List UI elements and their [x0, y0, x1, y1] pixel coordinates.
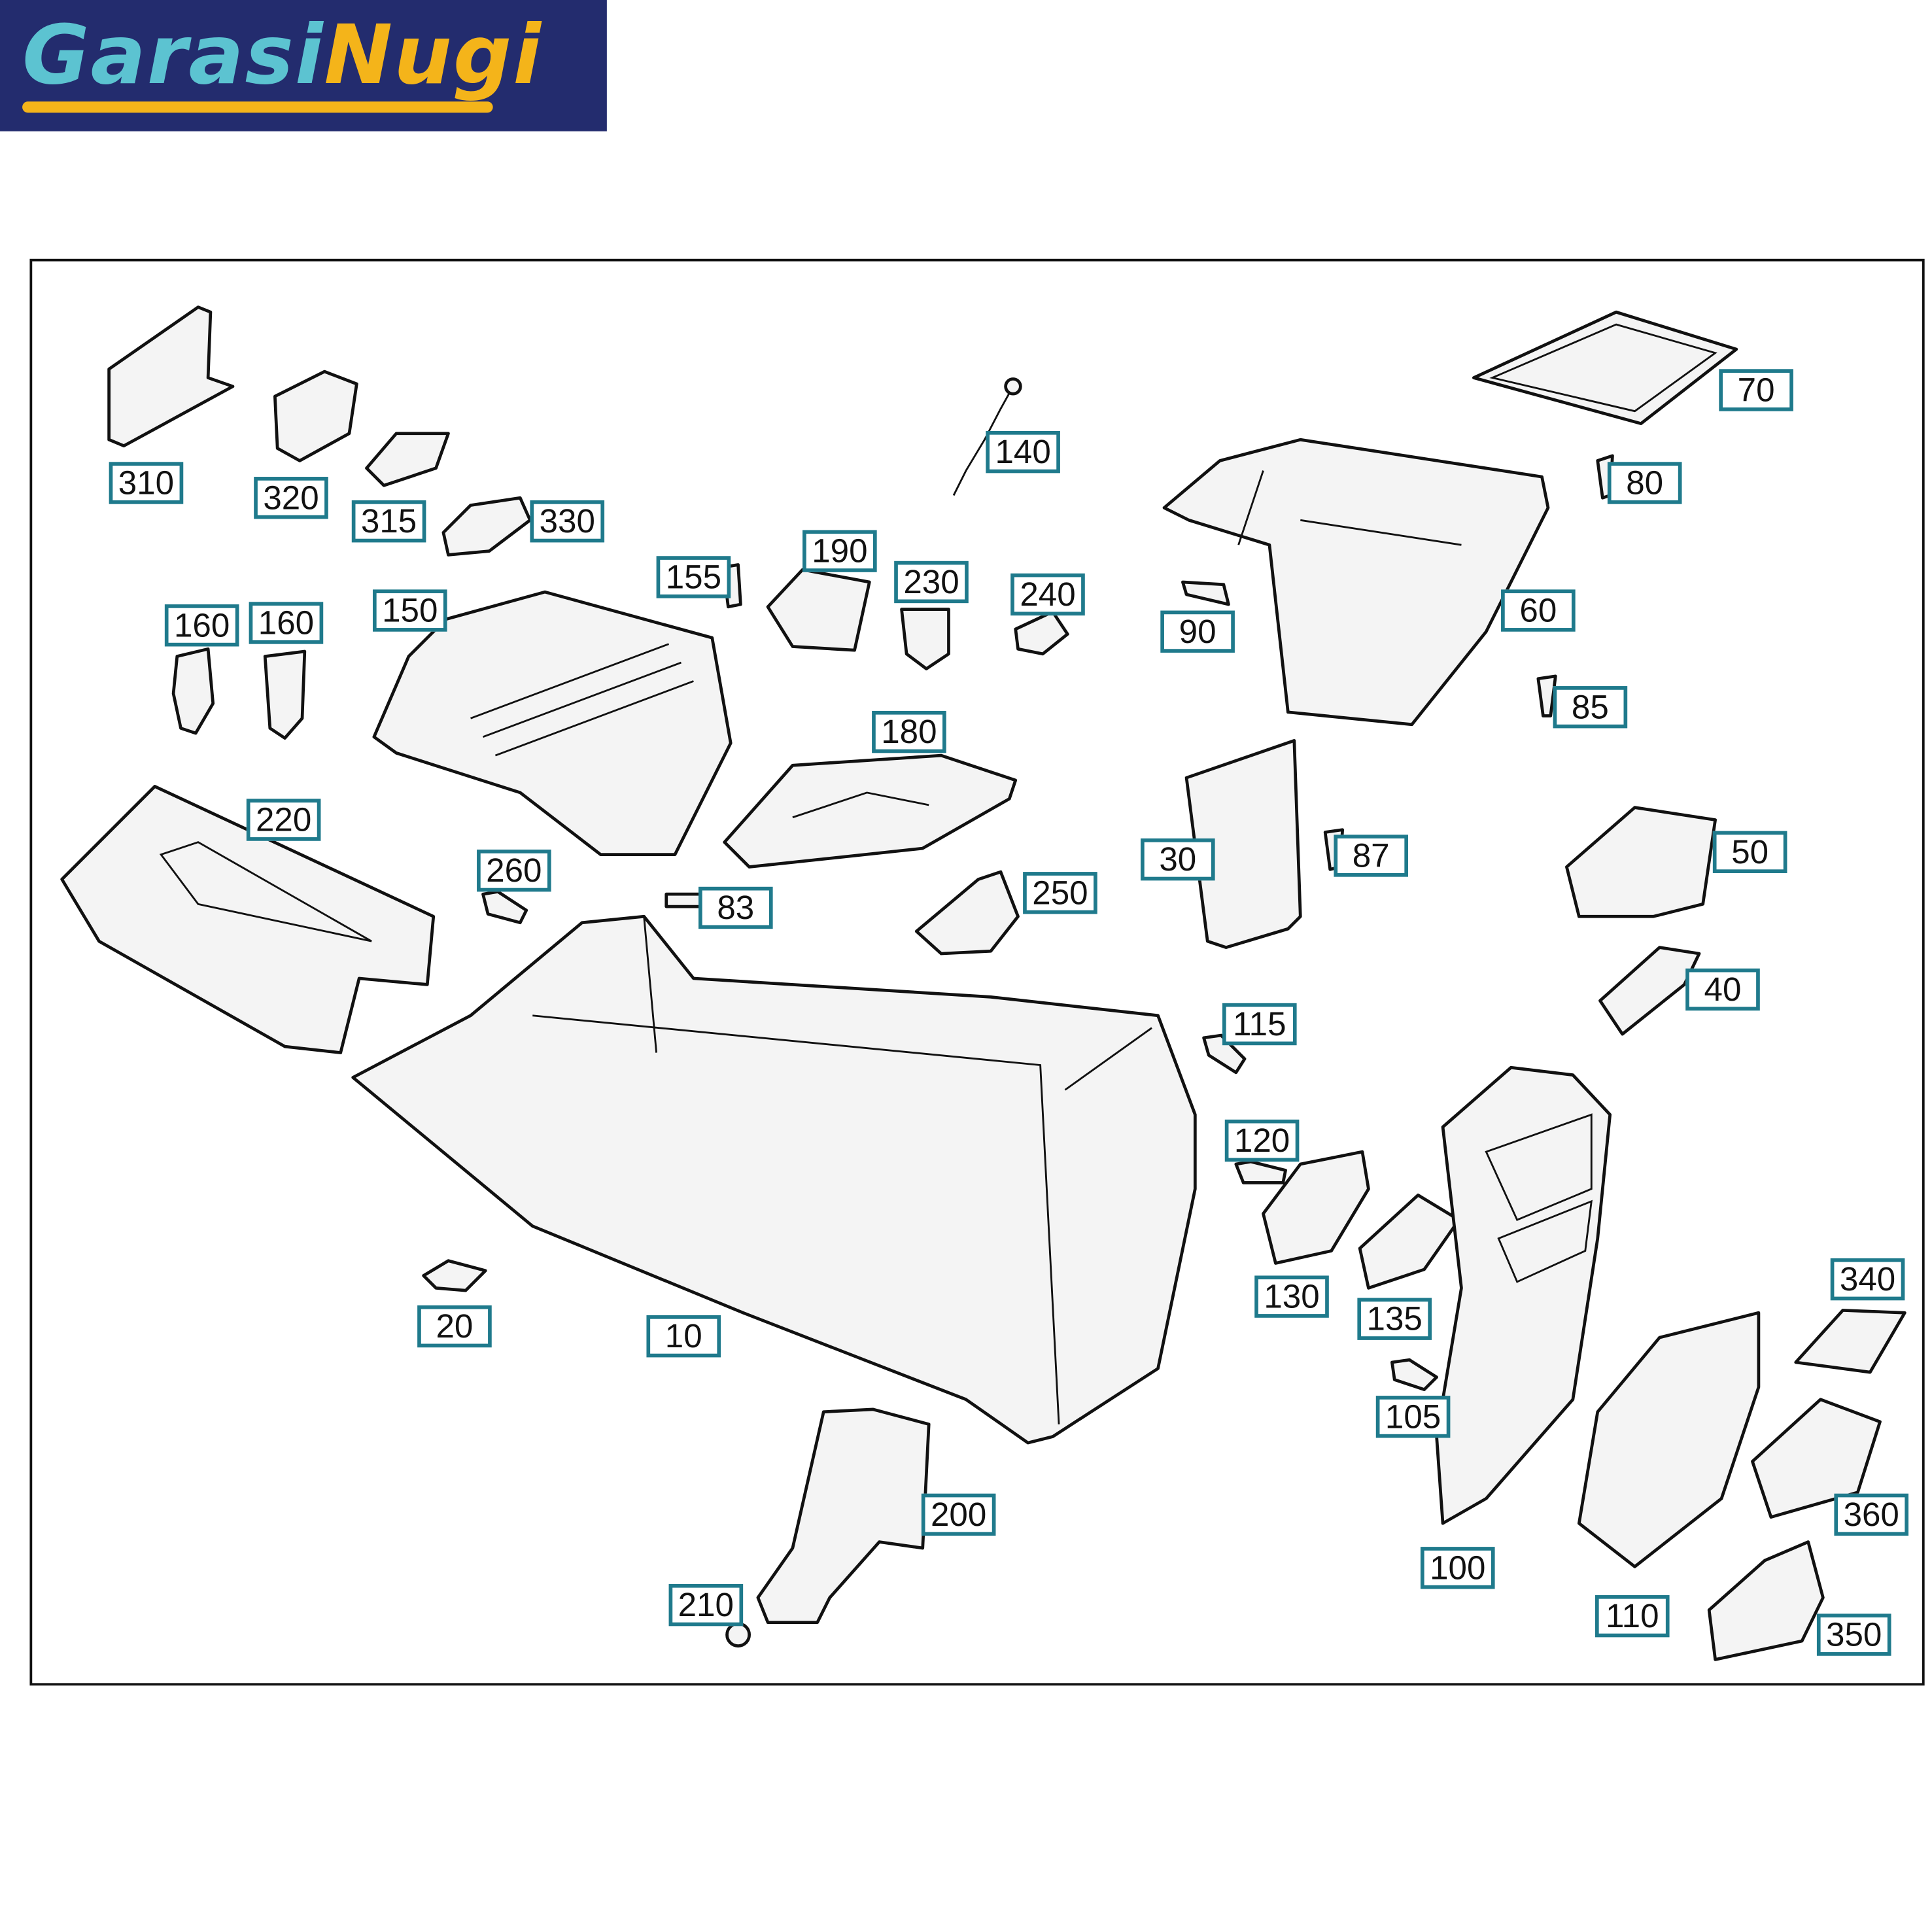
part-label-350: 350 [1816, 1613, 1891, 1656]
part-label-70: 70 [1719, 369, 1793, 411]
part-label-115: 115 [1222, 1003, 1297, 1046]
part-160-drawing-1 [171, 647, 215, 735]
part-label-140: 140 [986, 430, 1060, 474]
part-label-160-right: 160 [249, 602, 324, 644]
part-label-180: 180 [872, 710, 946, 753]
part-30-drawing [1184, 739, 1302, 949]
garasinugi-logo: GarasiNugi [0, 0, 607, 131]
part-label-50: 50 [1712, 831, 1787, 873]
part-10-drawing [351, 914, 1197, 1445]
part-label-100: 100 [1420, 1547, 1495, 1589]
part-310-drawing [107, 305, 235, 448]
part-label-20: 20 [417, 1305, 492, 1348]
part-label-60: 60 [1501, 589, 1576, 632]
part-label-90: 90 [1160, 610, 1235, 653]
diagram-frame [29, 258, 1925, 1686]
part-190-drawing [766, 568, 871, 652]
part-label-200: 200 [921, 1493, 996, 1536]
part-label-80: 80 [1607, 462, 1682, 504]
part-label-320: 320 [254, 477, 328, 519]
part-label-155: 155 [656, 556, 731, 598]
part-label-315: 315 [351, 500, 426, 543]
part-label-260: 260 [477, 850, 551, 892]
part-label-160-left: 160 [164, 604, 239, 647]
part-70-drawing [1472, 310, 1738, 425]
part-105-drawing [1390, 1358, 1438, 1391]
part-140-drawing [952, 377, 1022, 496]
part-label-250: 250 [1023, 872, 1097, 914]
part-label-130: 130 [1254, 1275, 1329, 1318]
part-label-190: 190 [802, 530, 877, 572]
part-200-drawing [756, 1407, 931, 1624]
part-label-310: 310 [109, 462, 184, 504]
logo-text: GarasiNugi [22, 7, 543, 103]
part-label-230: 230 [894, 561, 969, 604]
part-250-drawing [914, 870, 1020, 956]
part-label-340: 340 [1830, 1258, 1905, 1301]
part-label-40: 40 [1685, 968, 1760, 1011]
part-40-drawing [1598, 946, 1701, 1036]
part-label-240: 240 [1010, 573, 1085, 616]
part-110-drawing [1577, 1311, 1761, 1568]
part-120-drawing [1234, 1160, 1287, 1184]
part-60-drawing [1162, 438, 1550, 727]
part-315-drawing [365, 432, 450, 487]
part-label-135: 135 [1357, 1298, 1432, 1340]
part-label-210: 210 [668, 1583, 744, 1627]
part-label-220: 220 [246, 799, 321, 841]
part-100-drawing [1435, 1065, 1612, 1525]
part-label-330: 330 [530, 500, 605, 543]
part-label-10: 10 [646, 1315, 721, 1358]
part-label-83: 83 [698, 886, 773, 929]
part-130-drawing [1262, 1150, 1370, 1265]
part-135-drawing [1358, 1193, 1461, 1290]
part-label-120: 120 [1224, 1119, 1300, 1162]
part-260-drawing [481, 890, 528, 925]
part-label-30: 30 [1141, 838, 1215, 881]
part-340-drawing [1794, 1309, 1906, 1374]
part-115-drawing [1202, 1033, 1247, 1075]
part-210-drawing [725, 1622, 751, 1647]
part-20-drawing [422, 1259, 487, 1292]
part-240-drawing [1014, 610, 1069, 656]
part-label-105: 105 [1375, 1396, 1451, 1438]
part-label-110: 110 [1595, 1595, 1670, 1638]
part-label-85: 85 [1553, 686, 1628, 729]
part-330-drawing [441, 496, 532, 557]
part-350-drawing [1707, 1540, 1825, 1661]
part-90-drawing [1181, 580, 1230, 606]
part-180-drawing [723, 753, 1018, 869]
part-230-drawing [900, 608, 950, 670]
part-360-drawing [1751, 1398, 1882, 1519]
part-50-drawing [1565, 806, 1717, 918]
part-320-drawing [273, 370, 358, 462]
part-85-drawing [1536, 674, 1557, 717]
logo-underline [22, 101, 493, 113]
part-160-drawing-2 [263, 649, 307, 740]
part-label-150: 150 [372, 589, 447, 632]
part-label-87: 87 [1334, 835, 1409, 877]
part-label-360: 360 [1834, 1493, 1909, 1536]
